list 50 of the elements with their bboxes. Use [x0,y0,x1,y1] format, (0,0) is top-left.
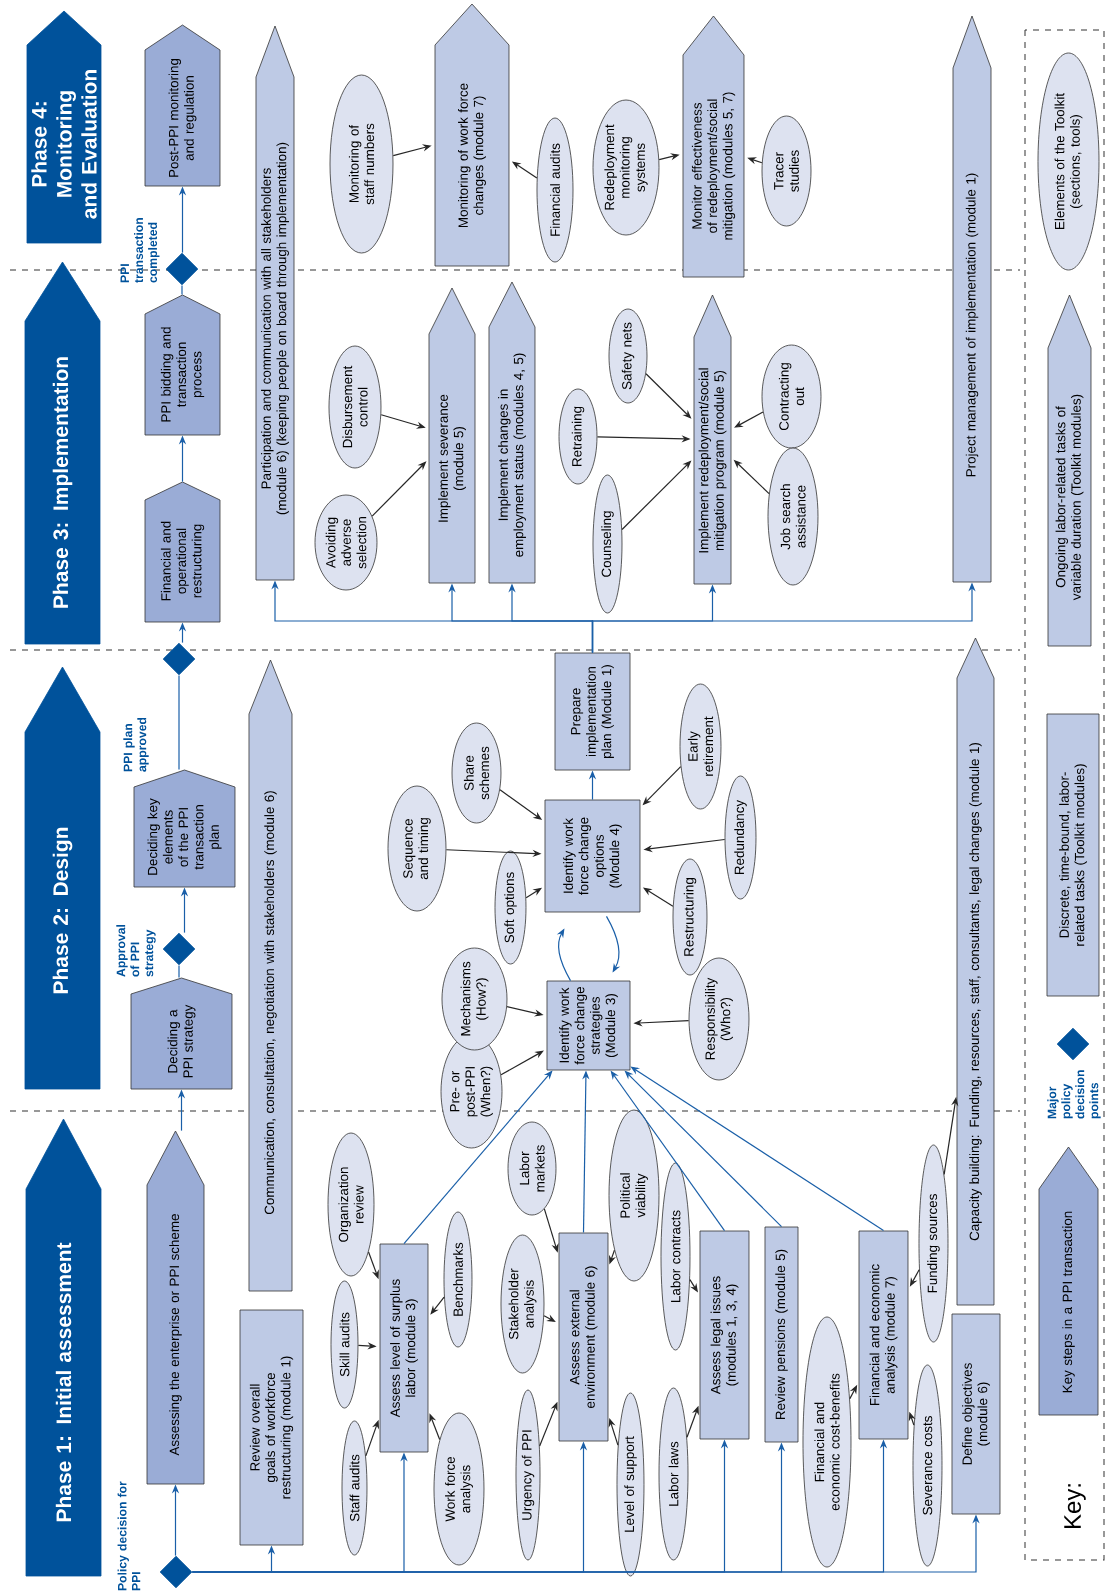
decision-label: Approval of PPI strategy [116,925,156,977]
decision-diamond [1056,1027,1090,1061]
step-box: Assessing the enterprise or PPI scheme [146,1130,205,1485]
task-box: Implement redeployment/social mitigation program (module 5) [693,294,732,585]
phase-banner: Phase 4: Monitoring and Evaluation [26,10,102,244]
decision-diamond [162,932,196,966]
step-box: Post-PPI monitoring and regulation [144,24,221,187]
arrow [430,1296,445,1315]
task-box: Assess external environment (module 6) [558,1232,609,1442]
task-box: Define objectives (module 6) [951,1313,1001,1515]
connector-line [181,284,183,296]
task-box: Monitor effectiveness of redeployment/social mitigation (modules 5, 7) [682,15,745,278]
task-box: Review pensions (module 5) [764,1226,799,1443]
phase-banner: Phase 2: Design [24,666,101,1090]
task-box: Implement severance (module 5) [428,287,476,584]
task-box: Participation and communication with all stakeholders (module 6) (keeping people on board through implementation) [255,25,295,581]
task-box: Assess legal issues (modules 1, 3, 4) [699,1230,750,1440]
task-box: Monitoring of work force changes (module 7) [434,3,510,267]
arrow [500,1050,544,1076]
task-box: Review overall goals of workforce restructuring (module 1) [239,1309,304,1546]
task-box: Capacity building: Funding, resources, staff, consultants, legal changes (module 1) [956,637,995,1306]
decision-label: Policy decision for PPI [117,1481,141,1591]
key-label: Key: [1064,1484,1086,1529]
arrow [608,1418,619,1446]
task-box: Financial and economic analysis (module 7) [858,1230,909,1440]
task-box: Identify work force change options (Module 4) [544,799,641,913]
decision-diamond [165,252,199,286]
phase-banner: Phase 1: Initial assessment [25,1118,102,1577]
connector-line [178,964,180,979]
step-box: Key steps in a PPI transaction [1038,1146,1099,1416]
task-box: Project management of implementation (module 1) [952,15,992,583]
connector-line [178,674,180,771]
task-box: Discrete, time-bound, labor-related tasks (Toolkit modules) [1046,713,1100,997]
decision-diamond [162,642,196,676]
step-box: Deciding a PPI strategy [130,977,233,1090]
task-box: Implement changes in employment status (modules 4, 5) [488,281,536,584]
arrow [624,1070,783,1228]
decision-diamond [159,1555,193,1589]
decision-label: PPI plan approved [123,717,149,772]
task-box: Prepare implementation plan (Module 1) [554,652,631,771]
task-box: Assess level of surplus labor (module 3) [379,1243,429,1453]
task-box: Communication, consultation, negotiation with stakeholders (module 6) [248,659,293,1292]
task-box: Ongoing labor-related tasks of variable duration (Toolkit modules) [1047,294,1092,647]
step-box: Financial and operational restructuring [144,481,221,623]
task-box: Identify work force change strategies (Module 3) [546,980,631,1071]
phase-banner: Phase 3: Implementation [24,261,101,645]
step-box: PPI bidding and transaction process [144,294,221,436]
arrow [734,411,764,428]
decision-label: PPI transaction completed [120,218,160,283]
decision-label: Major policy decision points [1047,1070,1101,1119]
